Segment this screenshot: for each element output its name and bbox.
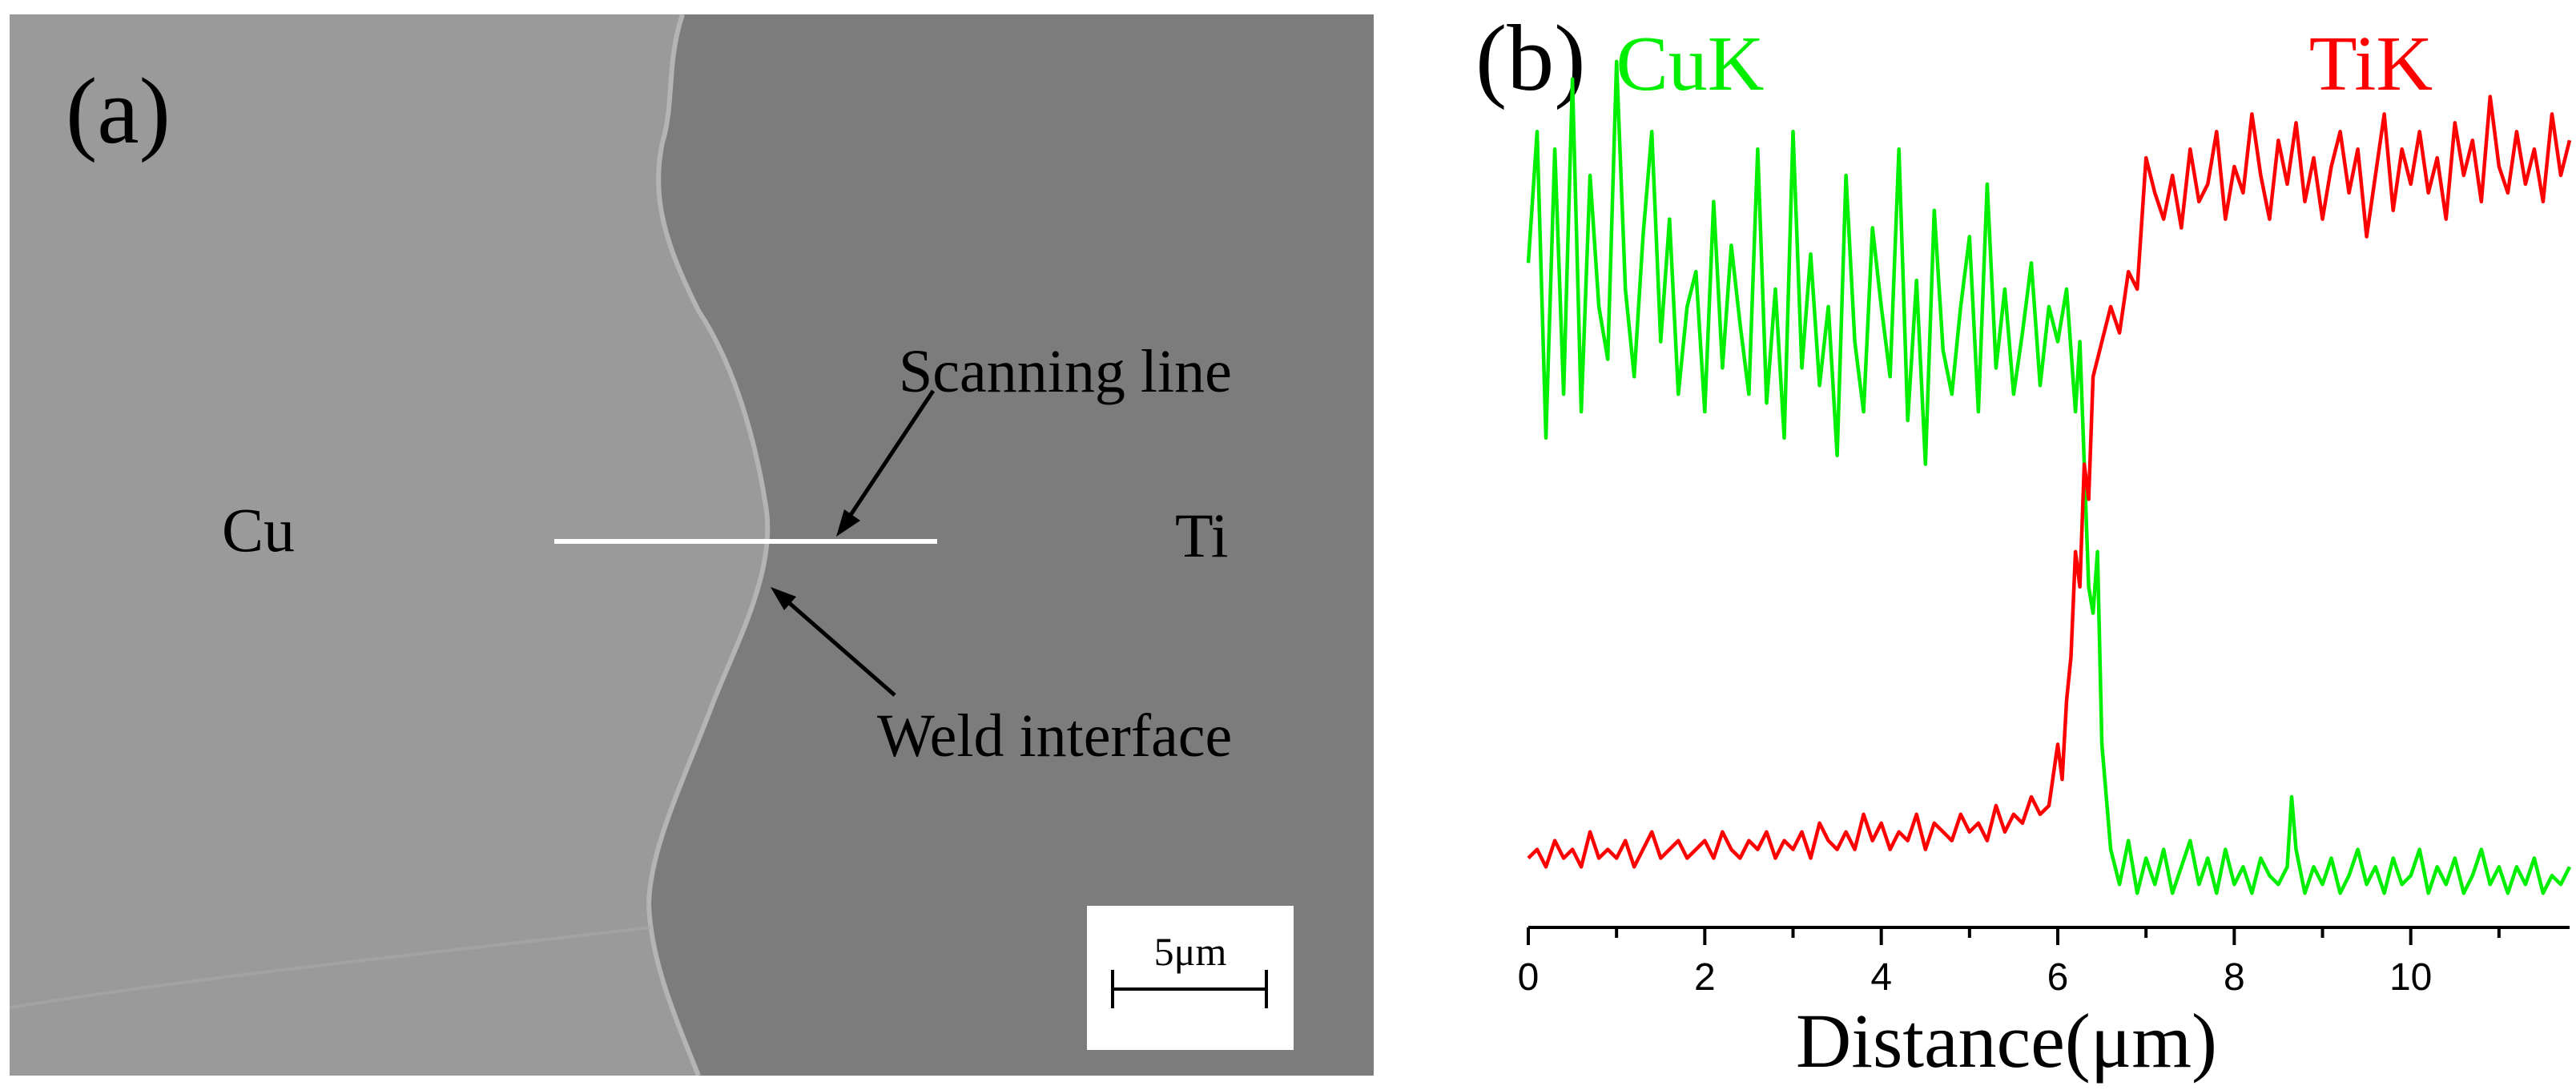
x-tick-label: 10: [2389, 956, 2432, 999]
scale-bar-tick-left: [1111, 970, 1114, 1008]
x-tick-label: 0: [1518, 956, 1540, 999]
panel-b-label: (b): [1475, 6, 1586, 111]
weld-interface-label: Weld interface: [877, 702, 1233, 770]
scale-bar: 5μm: [1087, 906, 1294, 1050]
x-tick-label: 8: [2224, 956, 2245, 999]
series-label-cuk: CuK: [1616, 21, 1764, 107]
scale-bar-line: [1113, 987, 1266, 991]
weld-interface-edge: [646, 14, 771, 1076]
x-axis-label: Distance(μm): [1796, 998, 2217, 1084]
scale-bar-tick-right: [1265, 970, 1268, 1008]
weld-interface-arrow: [779, 593, 896, 697]
panel-a-label: (a): [66, 58, 171, 163]
linescan-chart: (b) CuK TiK 0 2 4 6 8 10 Distance(μm): [1475, 6, 2572, 1084]
weld-interface-arrowhead: [771, 587, 796, 610]
faint-scratch: [10, 926, 651, 1009]
cu-region-label: Cu: [222, 495, 296, 565]
ti-region-label: Ti: [1175, 501, 1229, 570]
scale-bar-label: 5μm: [1153, 929, 1227, 974]
cu-region: [10, 14, 768, 1076]
x-axis: 0 2 4 6 8 10: [1518, 926, 2570, 999]
sem-image: [10, 14, 1374, 1076]
series-line-tik: [1527, 95, 2572, 869]
scanning-line-arrowhead: [836, 509, 860, 537]
scanning-line-label: Scanning line: [899, 338, 1232, 405]
x-tick-label: 6: [2047, 956, 2069, 999]
eds-linescan-panel: (b) CuK TiK 0 2 4 6 8 10 Distance(μm): [1386, 0, 2576, 1090]
x-tick-label: 2: [1694, 956, 1716, 999]
sem-micrograph-panel: (a) Cu Ti Scanning line Weld interface 5…: [10, 14, 1374, 1076]
scanning-line-arrow: [840, 389, 936, 529]
series-line-cuk: [1526, 59, 2572, 895]
series-label-tik: TiK: [2309, 21, 2433, 107]
x-tick-label: 4: [1870, 956, 1892, 999]
series-layer: CuK TiK: [1526, 21, 2572, 895]
